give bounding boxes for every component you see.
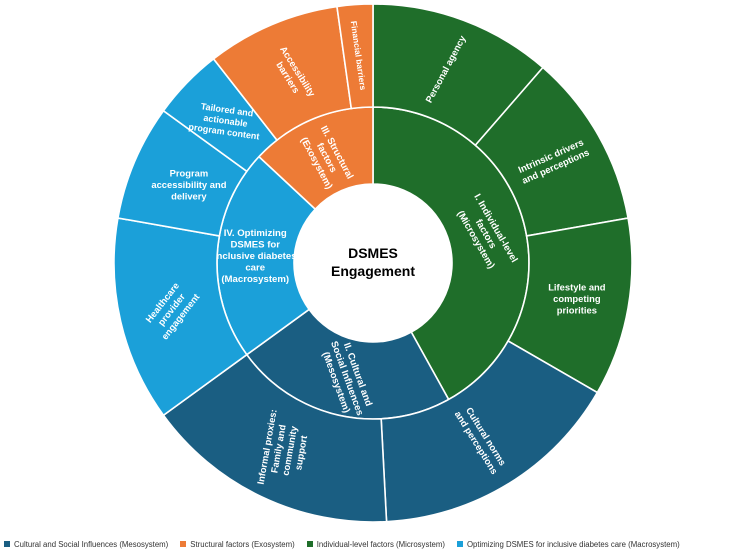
- inner-label-2-line-3: care: [245, 263, 265, 274]
- legend-label-optimizing: Optimizing DSMES for inclusive diabetes …: [466, 539, 680, 549]
- outer-segment-4: [162, 353, 388, 523]
- legend-item-structural: Structural factors (Exosystem): [180, 539, 295, 549]
- center-title-line-2: Engagement: [331, 263, 415, 279]
- legend-swatch-structural: [180, 541, 187, 547]
- outer-label-2-line-0: Lifestyle and: [548, 282, 606, 293]
- inner-label-2-line-4: (Macrosystem): [221, 274, 289, 285]
- outer-label-2-line-1: competing: [553, 293, 601, 304]
- center-hole: [294, 184, 452, 342]
- legend-swatch-cultural: [4, 541, 10, 547]
- legend-item-optimizing: Optimizing DSMES for inclusive diabetes …: [456, 539, 680, 549]
- legend-label-cultural: Cultural and Social Influences (Mesosyst…: [14, 539, 169, 549]
- outer-segment-3: [380, 339, 599, 523]
- outer-label-6-line-2: delivery: [171, 191, 207, 202]
- inner-label-2-line-0: IV. Optimizing: [224, 228, 287, 239]
- sunburst-diagram: I. Individual-levelfactors(Microsystem)I…: [113, 3, 633, 523]
- outer-label-6-line-0: Program: [170, 168, 209, 179]
- center-title-line-1: DSMES: [348, 245, 398, 261]
- legend-label-structural: Structural factors (Exosystem): [190, 539, 295, 549]
- legend-swatch-individual: [306, 541, 313, 547]
- outer-label-6-line-1: accessibility and: [151, 179, 226, 190]
- outer-label-2-line-2: priorities: [557, 305, 597, 316]
- inner-label-2-line-2: inclusive diabetes: [214, 251, 297, 262]
- legend-label-individual: Individual-level factors (Microsystem): [316, 539, 445, 549]
- legend: Cultural and Social Influences (Mesosyst…: [4, 536, 737, 552]
- legend-swatch-optimizing: [456, 541, 463, 547]
- outer-segment-9: [336, 3, 374, 110]
- legend-item-cultural: Cultural and Social Influences (Mesosyst…: [4, 540, 168, 549]
- legend-item-individual: Individual-level factors (Microsystem): [306, 539, 445, 549]
- inner-label-2-line-1: DSMES for: [230, 240, 280, 251]
